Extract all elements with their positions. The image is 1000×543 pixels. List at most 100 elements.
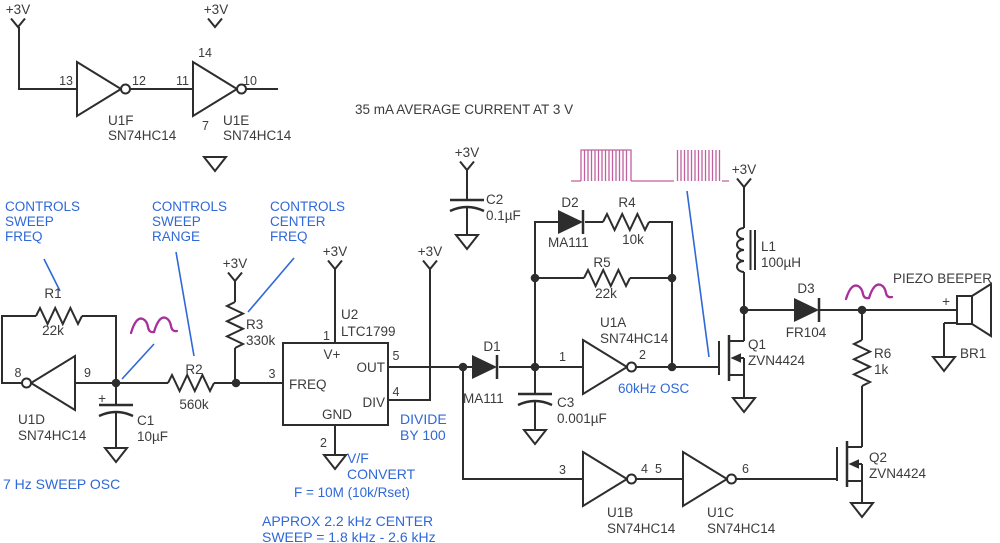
beeper-polarity: + xyxy=(942,294,950,309)
q2-part: ZVN4424 xyxy=(869,466,927,481)
u1f-ref: U1F xyxy=(108,113,134,128)
annotation-leader-lines xyxy=(43,190,710,380)
u2-pin-vplus: 1 xyxy=(323,329,330,343)
controls-sweep-freq-3: FREQ xyxy=(5,229,43,244)
divide-note-1: DIVIDE xyxy=(400,411,447,427)
u1f-part: SN74HC14 xyxy=(108,128,177,143)
approx-center-note: APPROX 2.2 kHz CENTER xyxy=(262,513,433,529)
q1-ref: Q1 xyxy=(748,337,766,352)
d3-ref: D3 xyxy=(797,281,814,296)
burst-waveform xyxy=(571,149,729,182)
r6-value: 1k xyxy=(874,362,889,377)
u1d-pin-out: 8 xyxy=(15,366,22,380)
q2-ref: Q2 xyxy=(869,450,887,465)
d2-ref: D2 xyxy=(561,195,578,210)
divide-note-2: BY 100 xyxy=(400,427,446,443)
u2-ref: U2 xyxy=(341,307,358,322)
vf-note-1: V/F xyxy=(347,450,369,466)
r3-ref: R3 xyxy=(246,317,263,332)
rail-label: +3V xyxy=(223,256,247,271)
u2-pad-freq: FREQ xyxy=(289,377,327,392)
r4-ref: R4 xyxy=(618,195,636,210)
sawtooth-waveform-left xyxy=(129,316,179,335)
c2-value: 0.1µF xyxy=(486,208,521,223)
u2-pin-out: 5 xyxy=(393,349,400,363)
u1f-pin-in: 13 xyxy=(59,74,73,88)
u2-pad-vplus: V+ xyxy=(324,347,341,362)
u1c-pin-out: 6 xyxy=(742,462,749,476)
piezo-speaker xyxy=(956,282,992,338)
u1c-pin-in: 5 xyxy=(655,462,662,476)
u1a-part: SN74HC14 xyxy=(600,331,669,346)
sawtooth-waveform-right xyxy=(844,283,894,301)
d1-ref: D1 xyxy=(483,339,500,354)
u1d-part: SN74HC14 xyxy=(18,428,87,443)
osc-60k-note: 60kHz OSC xyxy=(618,381,690,396)
c1-ref: C1 xyxy=(137,413,154,428)
r2-ref: R2 xyxy=(185,362,202,377)
u1c-part: SN74HC14 xyxy=(707,521,776,536)
u1b-pin-in: 3 xyxy=(559,463,566,477)
piezo-beeper-label: PIEZO BEEPER xyxy=(893,271,992,286)
c1-polarity: + xyxy=(98,391,106,406)
controls-sweep-range-2: SWEEP xyxy=(152,214,201,229)
u1b-ref: U1B xyxy=(607,505,633,520)
u1e-pin-out: 10 xyxy=(243,74,257,88)
c2-ref: C2 xyxy=(486,192,503,207)
formula-note: F = 10M (10k/Rset) xyxy=(294,485,410,500)
vf-note-2: CONVERT xyxy=(347,466,416,482)
u1e-pin-vcc: 14 xyxy=(198,46,212,60)
r5-ref: R5 xyxy=(593,255,610,270)
q1-part: ZVN4424 xyxy=(748,353,806,368)
controls-sweep-freq-2: SWEEP xyxy=(5,214,54,229)
rail-label: +3V xyxy=(455,145,479,160)
r4-value: 10k xyxy=(622,232,644,247)
controls-sweep-range-1: CONTROLS xyxy=(152,199,227,214)
c1-value: 10µF xyxy=(137,429,168,444)
u1a-ref: U1A xyxy=(600,315,626,330)
u1d-pin-in: 9 xyxy=(84,366,91,380)
u1b-part: SN74HC14 xyxy=(607,521,676,536)
average-current-note: 35 mA AVERAGE CURRENT AT 3 V xyxy=(355,102,573,117)
u1e-ref: U1E xyxy=(223,113,249,128)
r5-value: 22k xyxy=(595,286,617,301)
u1e-part: SN74HC14 xyxy=(223,128,292,143)
rail-label: +3V xyxy=(204,2,228,17)
d1-part: MA111 xyxy=(463,391,504,406)
u1a-pin-in: 1 xyxy=(559,350,566,364)
u1b-pin-out: 4 xyxy=(641,462,648,476)
c3-value: 0.001µF xyxy=(557,411,607,426)
u1a-pin-out: 2 xyxy=(639,348,646,362)
r1-value: 22k xyxy=(42,323,64,338)
controls-sweep-freq-1: CONTROLS xyxy=(5,199,80,214)
controls-center-freq-3: FREQ xyxy=(270,229,308,244)
oscillator-u2-box xyxy=(282,342,389,426)
u1e-pin-gnd: 7 xyxy=(202,119,209,133)
d3-part: FR104 xyxy=(786,325,827,340)
u2-pin-div: 4 xyxy=(393,385,400,399)
rail-label: +3V xyxy=(732,162,756,177)
labels: +3V +3V +3V +3V +3V +3V +3V 35 mA AVERAG… xyxy=(3,2,992,543)
br1-ref: BR1 xyxy=(960,346,986,361)
junction-dots xyxy=(111,273,867,388)
u2-pad-div: DIV xyxy=(362,395,385,410)
r6-ref: R6 xyxy=(874,346,891,361)
wires xyxy=(1,27,957,503)
l1-ref: L1 xyxy=(761,239,776,254)
d2-part: MA111 xyxy=(548,235,589,250)
u1c-ref: U1C xyxy=(707,505,734,520)
rail-label: +3V xyxy=(418,244,442,259)
rail-label: +3V xyxy=(6,2,30,17)
rail-label: +3V xyxy=(323,244,347,259)
u2-part: LTC1799 xyxy=(341,324,396,339)
u2-pad-gnd: GND xyxy=(322,407,352,422)
controls-center-freq-1: CONTROLS xyxy=(270,199,345,214)
sweep-osc-note: 7 Hz SWEEP OSC xyxy=(3,476,120,492)
l1-value: 100µH xyxy=(761,255,801,270)
c3-ref: C3 xyxy=(557,395,574,410)
r2-value: 560k xyxy=(179,397,209,412)
controls-sweep-range-3: RANGE xyxy=(152,229,200,244)
